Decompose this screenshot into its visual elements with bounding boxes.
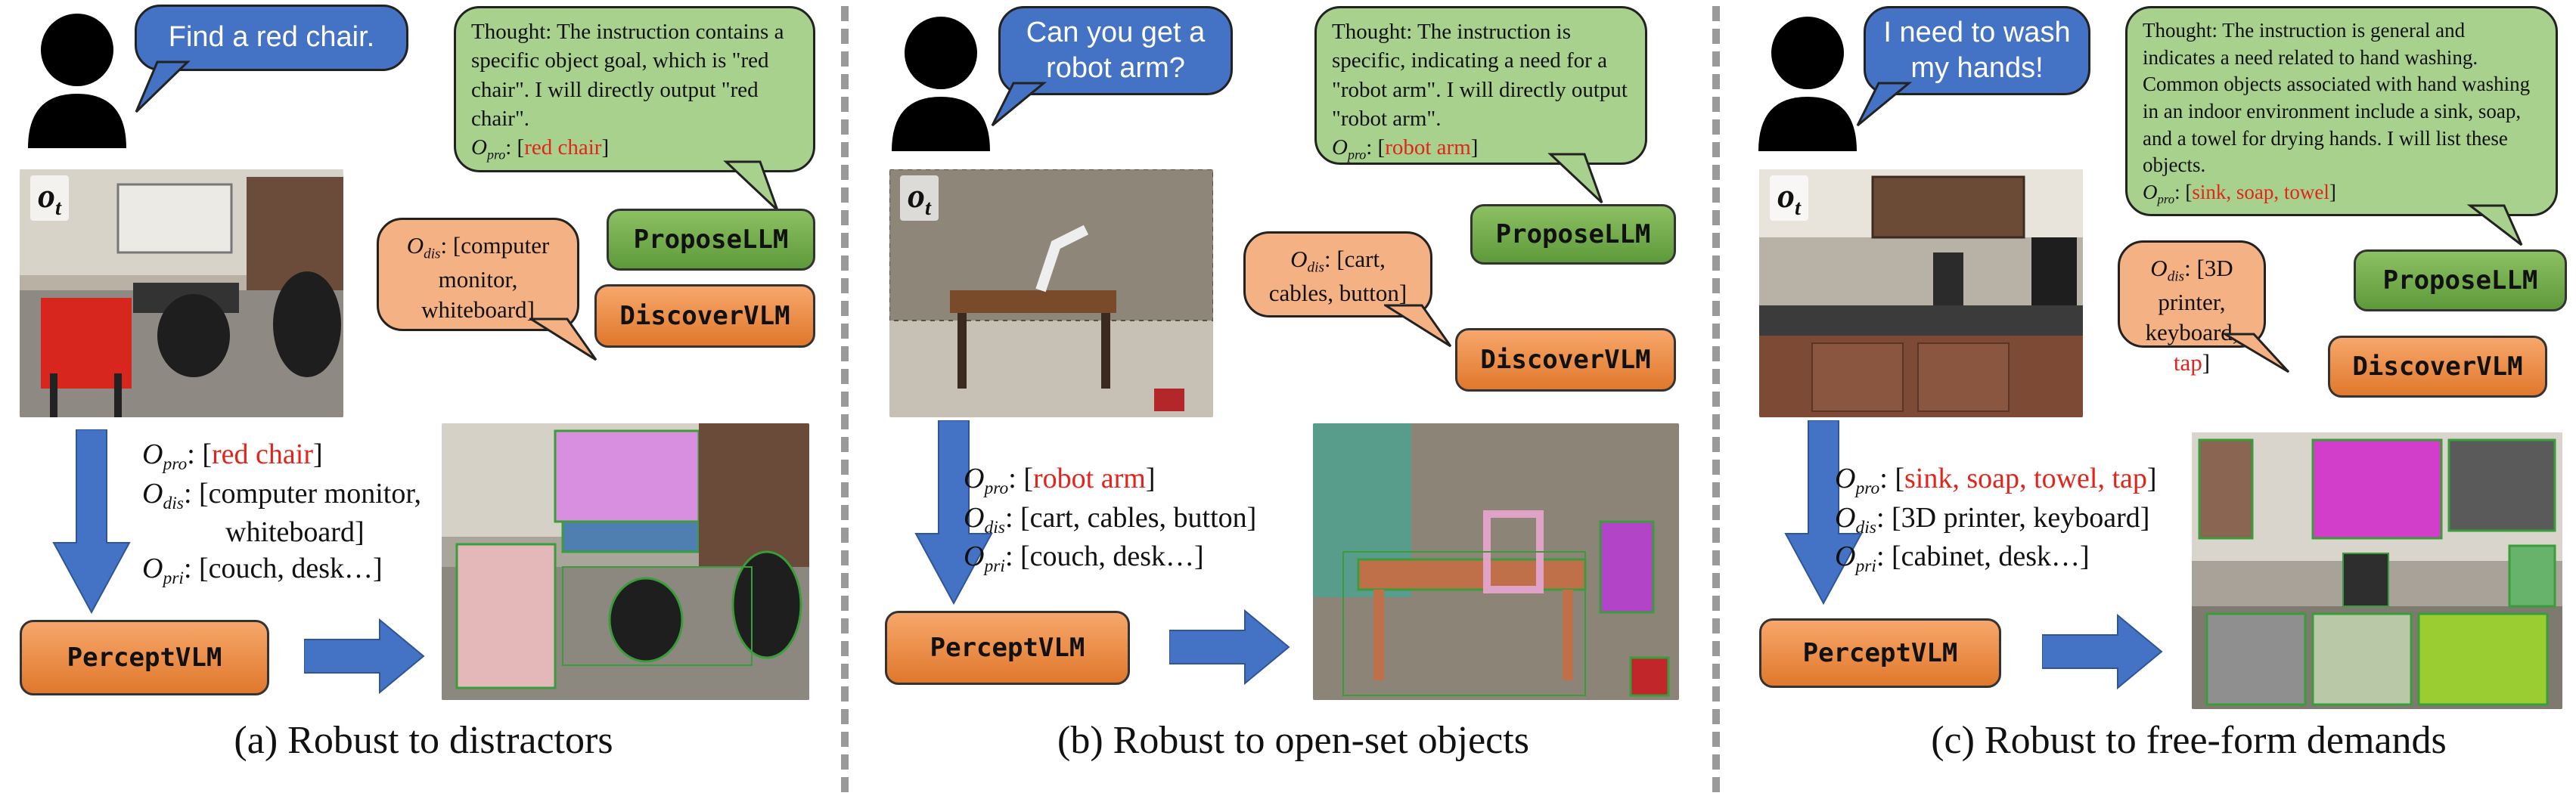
o-dis-value: computer monitor, whiteboard	[421, 232, 550, 323]
propose-llm-button[interactable]: ProposeLLM	[607, 209, 815, 271]
down-arrow	[1784, 420, 1863, 606]
thought-bubble-tail	[723, 160, 779, 212]
o-dis-line-cont: whiteboard]	[225, 516, 365, 549]
observation-image: ot	[1759, 169, 2083, 417]
down-arrow	[914, 420, 993, 606]
user-request-text: Can you get a robot arm?	[1026, 16, 1206, 85]
lab-scene-photo	[1759, 169, 2083, 417]
segmentation-result-image	[442, 423, 809, 700]
discover-bubble-tail	[2224, 333, 2290, 373]
right-arrow	[2042, 614, 2163, 689]
thought-bubble: Thought: The instruction contains a spec…	[454, 6, 815, 172]
discover-bubble-tail	[1384, 304, 1452, 348]
user-icon	[28, 14, 126, 148]
o-dis-line: Odis: [computer monitor,	[142, 477, 421, 513]
segmentation-result-image	[1313, 423, 1679, 700]
discover-vlm-button[interactable]: DiscoverVLM	[1455, 328, 1676, 392]
observation-image: ot	[20, 169, 343, 417]
ot-label: ot	[900, 175, 939, 221]
segmented-scene	[442, 423, 809, 700]
right-arrow	[304, 618, 425, 694]
user-request-text: Find a red chair.	[168, 21, 375, 54]
lab-scene-photo	[20, 169, 343, 417]
caption-a: (a) Robust to distractors	[234, 719, 613, 762]
object-lists: Opro: [sink, soap, towel, tap] Odis: [3D…	[1835, 461, 2213, 578]
user-icon	[1758, 17, 1857, 151]
user-bubble-tail	[135, 60, 191, 113]
object-lists: Opro: [red chair] Odis: [computer monito…	[142, 437, 460, 590]
divider-1	[841, 6, 849, 792]
propose-llm-button[interactable]: ProposeLLM	[2354, 249, 2567, 311]
user-request-bubble: Can you get a robot arm?	[998, 6, 1233, 95]
discover-bubble: Odis: [cart, cables, button]	[1243, 231, 1432, 317]
discover-bubble-tail	[529, 317, 597, 361]
discover-bubble: Odis: [computer monitor, whiteboard]	[377, 218, 579, 331]
thought-bubble-tail	[2466, 204, 2523, 246]
thought-text: Thought: The instruction contains a spec…	[471, 20, 784, 131]
ot-label: ot	[30, 175, 69, 221]
discover-bubble: Odis: [3D printer, keyboard, tap]	[2118, 240, 2266, 376]
discover-vlm-button[interactable]: DiscoverVLM	[594, 284, 815, 348]
o-pro-symbol: Opro	[1332, 135, 1367, 163]
down-arrow	[52, 429, 131, 615]
caption-c: (c) Robust to free-form demands	[1931, 719, 2447, 762]
percept-vlm-button[interactable]: PerceptVLM	[20, 620, 269, 695]
percept-vlm-button[interactable]: PerceptVLM	[885, 611, 1130, 685]
o-pro-line: Opro: [robot arm]	[964, 463, 1156, 499]
thought-bubble-tail	[1547, 153, 1603, 204]
ot-label: ot	[1770, 175, 1808, 221]
user-request-text: I need to wash my hands!	[1883, 16, 2071, 85]
caption-b: (b) Robust to open-set objects	[1057, 719, 1529, 762]
o-dis-value-red: tap	[2173, 349, 2202, 376]
o-pro-value: robot arm	[1385, 135, 1471, 160]
o-dis-value: 3D printer, keyboard,	[2145, 255, 2239, 345]
o-pri-line: Opri: [cabinet, desk…]	[1835, 540, 2090, 577]
o-pro-value: sink, soap, towel	[2192, 180, 2329, 203]
user-request-bubble: I need to wash my hands!	[1864, 6, 2090, 95]
thought-text: Thought: The instruction is specific, in…	[1332, 20, 1628, 131]
propose-llm-button[interactable]: ProposeLLM	[1470, 204, 1676, 265]
object-lists: Opro: [robot arm] Odis: [cart, cables, b…	[964, 461, 1311, 578]
user-icon	[892, 17, 990, 151]
user-bubble-tail	[1856, 82, 1913, 127]
thought-bubble: Thought: The instruction is specific, in…	[1314, 6, 1647, 165]
o-pro-value: red chair	[524, 135, 602, 160]
user-bubble-tail	[991, 82, 1047, 127]
o-pro-line: Opro: [sink, soap, towel, tap]	[1835, 463, 2157, 499]
o-pro-symbol: Opro	[2143, 180, 2175, 206]
observation-image: ot	[889, 169, 1213, 417]
panel-a: Find a red chair. Thought: The instructi…	[0, 0, 840, 796]
divider-2	[1712, 6, 1720, 792]
o-dis-value: cart, cables, button	[1268, 246, 1399, 306]
thought-bubble: Thought: The instruction is general and …	[2125, 6, 2558, 216]
o-dis-line: Odis: [cart, cables, button]	[964, 501, 1257, 537]
panel-c: I need to wash my hands! Thought: The in…	[1732, 0, 2576, 796]
discover-vlm-button[interactable]: DiscoverVLM	[2328, 336, 2547, 398]
segmented-scene	[1313, 423, 1679, 700]
segmentation-result-image	[2192, 432, 2562, 709]
segmented-scene	[2192, 432, 2562, 709]
o-pro-line: Opro: [red chair]	[142, 438, 323, 475]
o-pri-line: Opri: [couch, desk…]	[964, 540, 1204, 577]
o-dis-line: Odis: [3D printer, keyboard]	[1835, 501, 2150, 537]
o-dis-symbol: Odis	[1290, 246, 1324, 276]
o-pri-line: Opri: [couch, desk…]	[142, 552, 383, 589]
thought-text: Thought: The instruction is general and …	[2143, 19, 2531, 177]
percept-vlm-button[interactable]: PerceptVLM	[1759, 618, 2001, 688]
panel-b: Can you get a robot arm? Thought: The in…	[862, 0, 1694, 796]
right-arrow	[1169, 609, 1290, 685]
o-dis-symbol: Odis	[2150, 255, 2185, 285]
o-pro-symbol: Opro	[471, 135, 506, 163]
user-request-bubble: Find a red chair.	[135, 5, 408, 71]
o-dis-symbol: Odis	[406, 232, 441, 262]
lab-scene-photo	[889, 169, 1213, 417]
